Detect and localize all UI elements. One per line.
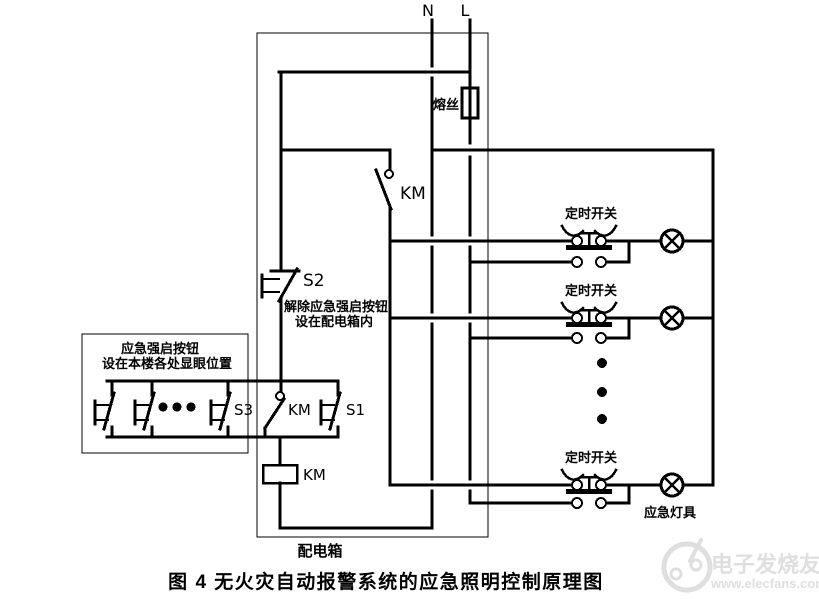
lamp-3 [659,472,685,498]
release-note-line2: 设在配电箱内 [295,314,373,329]
s2-button [260,266,301,304]
emergency-buttons-box: 应急强启按钮 设在本楼各处显眼位置 [81,333,249,454]
neutral-label: N [422,1,434,20]
panel-label: 配电箱 [297,542,342,560]
watermark: 电子发烧友 www.elecfans.com [661,538,819,593]
start-button-1 [93,379,116,439]
fuse-label: 熔丝 [433,97,459,112]
emergency-buttons-note-line2: 设在本楼各处显眼位置 [102,356,232,371]
panel-box [256,32,489,538]
caption: 图 4 无火灾自动报警系统的应急照明控制原理图 [168,570,604,593]
km-aux-label: KM [288,401,311,419]
lamp-branch-3: 定时开关 应急灯具 [388,450,715,520]
start-button-2 [133,379,156,439]
emergency-buttons-note-line1: 应急强启按钮 [121,341,199,356]
ellipsis-dots-vertical [597,358,607,424]
fuse: 熔丝 [433,86,480,120]
timer-switch-1: 定时开关 [560,206,618,268]
watermark-brand: 电子发烧友 [711,552,819,577]
km-main-contact: KM [374,148,426,487]
timer-switch-2: 定时开关 [560,283,618,344]
lamp-branch-2: 定时开关 [388,283,715,344]
elecfans-logo-icon [661,538,713,593]
timer-switch-label: 定时开关 [564,283,617,298]
km-coil: KM [261,435,326,485]
s3-label: S3 [234,401,253,419]
lamp-fixtures-label: 应急灯具 [644,505,696,520]
km-coil-label: KM [303,466,326,484]
lamp-1 [659,228,685,254]
watermark-site: www.elecfans.com [710,576,819,591]
km-main-label: KM [400,184,426,204]
live-label: L [461,1,470,20]
control-feed-wires [277,70,472,393]
button-rails [105,379,340,439]
s3-button [209,379,232,439]
release-note-line1: 解除应急强启按钮 [283,299,388,314]
lamp-2 [659,305,685,331]
lamp-branch-1: 定时开关 [388,206,715,268]
coil-return-wire [278,481,434,530]
timer-switch-3: 定时开关 [560,450,618,509]
s2-label: S2 [303,271,325,291]
s1-button [319,379,342,439]
s1-label: S1 [346,401,365,419]
s2-note: 解除应急强启按钮 设在配电箱内 [283,299,388,329]
timer-switch-label: 定时开关 [564,206,617,221]
ellipsis-dots-horizontal [158,402,196,412]
km-aux-contact: KM [262,391,311,439]
timer-switch-label: 定时开关 [564,450,617,465]
